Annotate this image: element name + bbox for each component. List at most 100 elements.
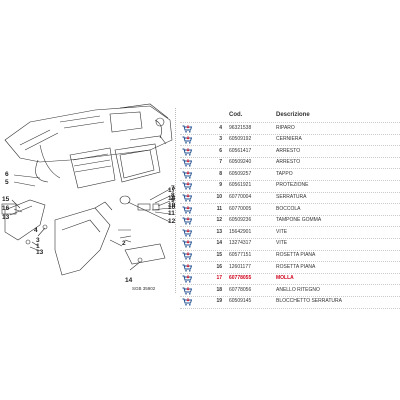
add-to-cart-icon[interactable]: [182, 263, 193, 272]
part-code: 13274317: [229, 240, 252, 247]
part-number: 15: [216, 252, 222, 259]
add-to-cart-icon[interactable]: [182, 124, 193, 133]
add-to-cart-icon[interactable]: [182, 286, 193, 295]
add-to-cart-icon[interactable]: [182, 182, 193, 191]
add-to-cart-icon[interactable]: [182, 147, 193, 156]
screw-a: [42, 224, 48, 230]
part-number: 3: [219, 136, 222, 143]
add-to-cart-icon[interactable]: [182, 136, 193, 144]
add-to-cart-icon[interactable]: [182, 205, 193, 214]
part-number: 12: [216, 217, 222, 224]
callout-7: 7: [171, 185, 175, 192]
header-description: Descrizione: [276, 112, 310, 118]
screw-c: [25, 239, 31, 245]
header-code: Cod.: [229, 112, 243, 118]
part-number: 7: [219, 159, 222, 166]
add-to-cart-icon[interactable]: [182, 228, 193, 237]
wiring-harness: [35, 119, 162, 183]
callout-17: 17: [168, 187, 176, 194]
callout-18: 18: [168, 195, 176, 202]
part-code: 15642901: [229, 228, 252, 235]
callout-15: 15: [2, 196, 10, 203]
callout-5: 5: [5, 179, 9, 186]
callout-9: 9: [171, 197, 175, 204]
callout-16: 16: [2, 205, 10, 212]
drawing-reference: SGB 35902: [132, 286, 156, 291]
table-row[interactable]: 13 15642901 VITE: [180, 226, 400, 238]
table-row[interactable]: 11 60770005 BOCCOLA: [180, 203, 400, 215]
part-number: 10: [216, 194, 222, 201]
part-code: 60561921: [229, 182, 252, 189]
part-description: BOCCOLA: [276, 205, 301, 212]
add-to-cart-icon[interactable]: [182, 170, 193, 179]
part-code: 60778056: [229, 286, 252, 293]
part-number: 11: [216, 205, 222, 212]
part-description: ARRESTO: [276, 159, 301, 166]
exploded-view-diagram: 6 5 15 16 13 4 3 1 13 14 2 7 8 9 10 11 1…: [0, 100, 180, 300]
add-to-cart-icon[interactable]: [182, 240, 193, 249]
part-description: ROSETTA PIANA: [276, 252, 316, 259]
part-code: 60509192: [229, 136, 252, 143]
part-code: 60509145: [229, 298, 252, 305]
column-divider: [175, 108, 177, 293]
part-number: 4: [219, 124, 222, 131]
parts-table: Cod. Descrizione 4 96321538 RIPARO 3 6050919…: [180, 108, 400, 309]
callout-6: 6: [5, 171, 9, 178]
callout-8: 8: [171, 192, 175, 199]
leader-lines: [11, 174, 171, 271]
add-to-cart-icon[interactable]: [182, 252, 193, 260]
part-code: 60778055: [229, 275, 252, 282]
dashboard-hood: [119, 103, 169, 145]
part-description: PROTEZIONE: [276, 182, 309, 189]
callout-3: 3: [36, 237, 40, 244]
callout-19: 19: [168, 202, 176, 209]
part-number: 13: [216, 228, 222, 235]
part-description: VITE: [276, 228, 288, 235]
dashboard-vents: [19, 111, 143, 151]
part-number: 6: [219, 147, 222, 154]
part-code: 60770005: [229, 205, 252, 212]
diagram-drawing: [1, 103, 173, 276]
latch-block: [137, 203, 151, 211]
callout-2: 2: [122, 240, 126, 247]
part-number: 16: [216, 263, 222, 270]
callout-13-lower: 13: [36, 249, 44, 256]
part-description: MOLLA: [276, 275, 294, 282]
dashboard-outline: [4, 105, 173, 163]
part-code: 60770004: [229, 194, 252, 201]
table-row[interactable]: 15 60577151 ROSETTA PIANA: [180, 249, 400, 262]
add-to-cart-icon[interactable]: [182, 159, 193, 167]
part-description: VITE: [276, 240, 288, 247]
part-code: 60577151: [229, 252, 252, 259]
add-to-cart-icon[interactable]: [182, 217, 193, 225]
add-to-cart-icon[interactable]: [182, 194, 193, 202]
add-to-cart-icon[interactable]: [182, 275, 193, 283]
glovebox-assembly: [69, 147, 116, 189]
part-description: TAMPONE GOMMA: [276, 217, 322, 224]
screw-b: [137, 257, 143, 263]
left-clip: [1, 203, 17, 215]
add-to-cart-icon[interactable]: [182, 298, 193, 307]
callout-14: 14: [125, 277, 133, 284]
callout-1: 1: [36, 243, 40, 250]
part-code: 96321538: [229, 124, 252, 131]
part-description: TAPPO: [276, 170, 293, 177]
table-row[interactable]: 4 96321538 RIPARO: [180, 122, 400, 134]
part-description: RIPARO: [276, 124, 295, 131]
part-description: ARRESTO: [276, 147, 301, 154]
callout-12: 12: [168, 218, 176, 225]
callout-4: 4: [34, 227, 38, 234]
